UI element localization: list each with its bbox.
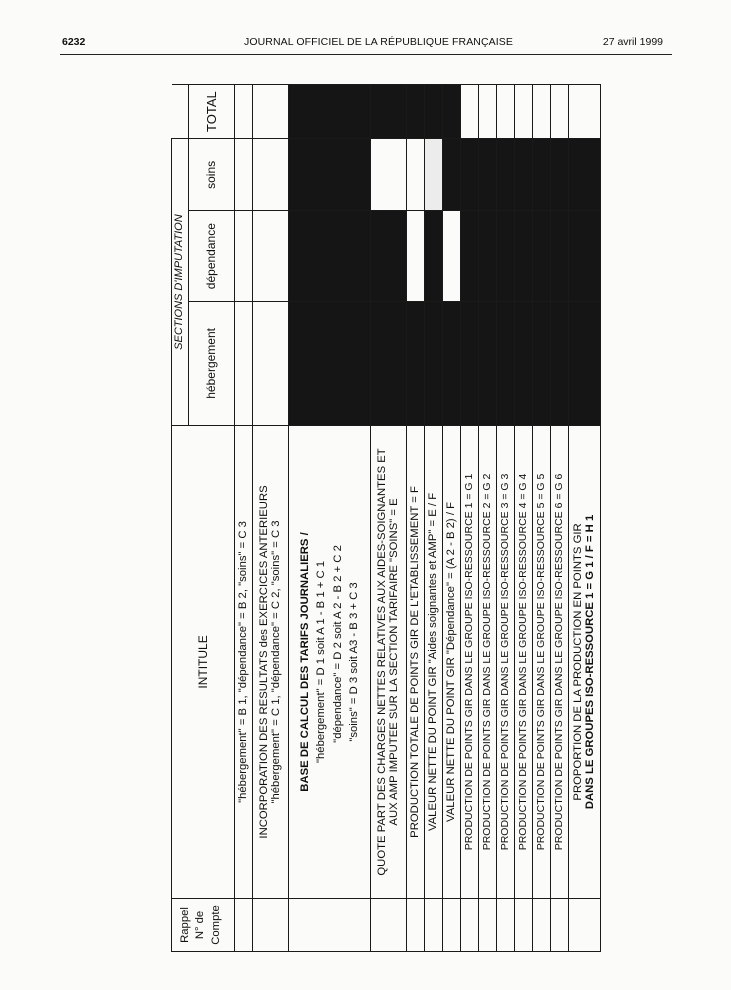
row-label: PROPORTION DE LA PRODUCTION EN POINTS GI… bbox=[568, 425, 601, 899]
row-label-line: "hébergement" = D 1 soit A 1 - B 1 + C 1 bbox=[315, 560, 328, 763]
total-header: TOTAL bbox=[188, 84, 235, 139]
hebergement-header: hébergement bbox=[188, 301, 235, 426]
row-label: VALEUR NETTE DU POINT GIR "Aides soignan… bbox=[424, 425, 443, 899]
row-label-line: INCORPORATION DES RESULTATS des EXERCICE… bbox=[257, 485, 270, 839]
table-row: PRODUCTION DE POINTS GIR DANS LE GROUPE … bbox=[550, 84, 569, 952]
rappel-header: Rappel N° de Compte bbox=[171, 898, 235, 952]
table-row: PRODUCTION DE POINTS GIR DANS LE GROUPE … bbox=[532, 84, 551, 952]
journal-title: JOURNAL OFFICIEL DE LA RÉPUBLIQUE FRANÇA… bbox=[244, 36, 513, 48]
total-header-spacer bbox=[171, 84, 189, 139]
soins-header: soins bbox=[188, 138, 235, 211]
row-label: PRODUCTION DE POINTS GIR DANS LE GROUPE … bbox=[496, 425, 515, 899]
row-label-line: AUX AMP IMPUTEE SUR LA SECTION TARIFAIRE… bbox=[387, 498, 400, 826]
dependance-header: dépendance bbox=[188, 211, 235, 302]
row-label-line: QUOTE PART DES CHARGES NETTES RELATIVES … bbox=[375, 448, 388, 876]
row-label: VALEUR NETTE DU POINT GIR "Dépendance" =… bbox=[442, 425, 461, 899]
table-row: INCORPORATION DES RESULTATS des EXERCICE… bbox=[252, 84, 289, 952]
row-label: PRODUCTION DE POINTS GIR DANS LE GROUPE … bbox=[514, 425, 533, 899]
page-number: 6232 bbox=[62, 36, 86, 48]
rappel-line-1: Rappel bbox=[179, 907, 191, 943]
row-label: INCORPORATION DES RESULTATS des EXERCICE… bbox=[252, 425, 289, 899]
row-label: PRODUCTION DE POINTS GIR DANS LE GROUPE … bbox=[532, 425, 551, 899]
row-label-line: "hébergement" = C 1, "dépendance" = C 2,… bbox=[269, 520, 282, 804]
table-row: PRODUCTION TOTALE DE POINTS GIR DE L'ETA… bbox=[406, 84, 425, 952]
row-label: "hébergement" = B 1, "dépendance" = B 2,… bbox=[234, 425, 253, 899]
row-label: QUOTE PART DES CHARGES NETTES RELATIVES … bbox=[370, 425, 407, 899]
row-label-line: "soins" = D 3 soit A3 - B 3 + C 3 bbox=[347, 582, 360, 742]
row-label: PRODUCTION DE POINTS GIR DANS LE GROUPE … bbox=[478, 425, 497, 899]
table-row: PRODUCTION DE POINTS GIR DANS LE GROUPE … bbox=[460, 84, 479, 952]
sections-header: SECTIONS D'IMPUTATION bbox=[171, 138, 189, 426]
rappel-line-3: Compte bbox=[209, 905, 222, 945]
table-row: PROPORTION DE LA PRODUCTION EN POINTS GI… bbox=[568, 84, 601, 952]
row-label-line: "dépendance" = D 2 soit A 2 - B 2 + C 2 bbox=[331, 545, 344, 743]
row-label: PRODUCTION DE POINTS GIR DANS LE GROUPE … bbox=[460, 425, 479, 899]
imputation-table: Rappel N° de Compte INTITULE SECTIONS D'… bbox=[171, 84, 601, 952]
row-label: PRODUCTION DE POINTS GIR DANS LE GROUPE … bbox=[550, 425, 569, 899]
rappel-line-2: N° de bbox=[194, 910, 207, 940]
intitule-header: INTITULE bbox=[171, 425, 235, 899]
row-label-line: DANS LE GROUPES ISO-RESSOURCE 1 = G 1 / … bbox=[583, 514, 596, 810]
table-row: VALEUR NETTE DU POINT GIR "Dépendance" =… bbox=[442, 84, 461, 952]
row-label-line: PROPORTION DE LA PRODUCTION EN POINTS GI… bbox=[571, 523, 584, 801]
row-label-line: BASE DE CALCUL DES TARIFS JOURNALIERS / bbox=[298, 532, 311, 792]
table-row: QUOTE PART DES CHARGES NETTES RELATIVES … bbox=[370, 84, 407, 952]
table-row: PRODUCTION DE POINTS GIR DANS LE GROUPE … bbox=[496, 84, 515, 952]
table-row: PRODUCTION DE POINTS GIR DANS LE GROUPE … bbox=[478, 84, 497, 952]
header-rule bbox=[60, 54, 672, 55]
issue-date: 27 avril 1999 bbox=[602, 36, 663, 48]
table-row: VALEUR NETTE DU POINT GIR "Aides soignan… bbox=[424, 84, 443, 952]
row-label: BASE DE CALCUL DES TARIFS JOURNALIERS / … bbox=[288, 425, 371, 899]
table-row: BASE DE CALCUL DES TARIFS JOURNALIERS / … bbox=[288, 84, 371, 952]
row-label: PRODUCTION TOTALE DE POINTS GIR DE L'ETA… bbox=[406, 425, 425, 899]
table-row: PRODUCTION DE POINTS GIR DANS LE GROUPE … bbox=[514, 84, 533, 952]
table-row: "hébergement" = B 1, "dépendance" = B 2,… bbox=[234, 84, 253, 952]
